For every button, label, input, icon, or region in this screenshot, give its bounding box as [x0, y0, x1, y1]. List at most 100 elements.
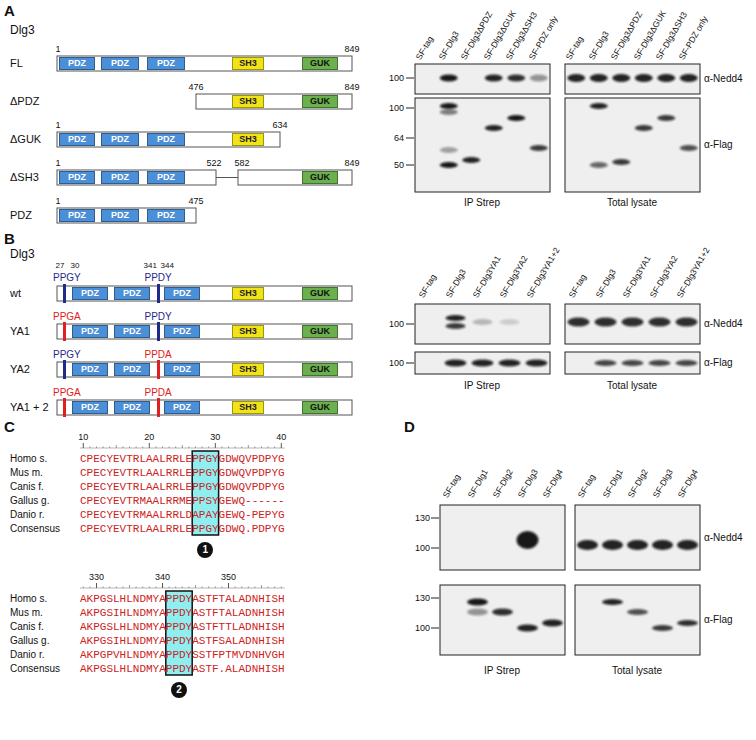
protein-band: [517, 531, 539, 549]
protein-band: [517, 625, 538, 632]
ruler-line: [80, 588, 285, 589]
residue-number: 344: [161, 261, 174, 270]
residue-number: 30: [71, 261, 80, 270]
marker-size: 100: [389, 103, 404, 113]
sequence: AKPGSLHLNDMYAPPDYASTFTTLADNHISH: [80, 620, 285, 634]
domain-name: SH3: [239, 97, 257, 106]
blot-membrane: [565, 304, 700, 344]
sequence: CPECYEVTRLAALRRLEPPGYGDWQVPDPYG: [80, 452, 285, 466]
domain-box: PDZ: [147, 171, 185, 184]
protein-band: [472, 360, 494, 367]
protein-band: [595, 360, 617, 366]
ruler-tick: [221, 587, 222, 589]
sequence: CPECYEVTRLAALRRLEPPGYGDWQ.PDPYG: [80, 522, 285, 536]
ruler-tick: [241, 447, 242, 449]
marker-tick: [406, 165, 414, 166]
blot-membrane: [440, 585, 565, 655]
ruler-tick: [188, 447, 189, 449]
protein-band: [440, 147, 458, 153]
protein-bar: [57, 286, 352, 301]
domain-box: PDZ: [114, 363, 150, 376]
residue-number: 849: [345, 158, 360, 168]
domain-box: GUK: [302, 325, 338, 338]
protein-band: [467, 609, 488, 616]
protein-band: [676, 360, 698, 366]
motif-label: PPDY: [145, 272, 172, 284]
domain-name: GUK: [310, 59, 330, 68]
motif-mark: [63, 360, 66, 379]
domain-name: SH3: [239, 365, 257, 374]
protein-band: [635, 125, 653, 131]
protein-band: [440, 162, 458, 168]
protein-band: [446, 323, 466, 329]
ruler-tick: [228, 583, 229, 588]
protein-bar: [57, 208, 196, 223]
blot-membrane: [415, 98, 550, 192]
ruler-tick: [202, 447, 203, 449]
domain-name: PDZ: [81, 327, 99, 336]
domain-name: GUK: [310, 365, 330, 374]
protein-bar: [238, 170, 352, 185]
antibody-label: α-Nedd4: [704, 532, 743, 544]
ruler-tick: [129, 585, 130, 588]
ruler-tick: [136, 587, 137, 589]
domain-box: PDZ: [147, 209, 185, 222]
domain-name: PDZ: [173, 327, 191, 336]
lane-label: SF-tag: [567, 273, 588, 300]
protein-bar: [57, 56, 352, 71]
protein-band: [567, 74, 585, 82]
residue-number: 1: [56, 158, 61, 168]
lane-label: SF-tag: [565, 35, 586, 62]
protein-band: [526, 360, 548, 367]
domain-name: SH3: [239, 403, 257, 412]
ruler-tick: [268, 587, 269, 589]
ruler-tick: [274, 447, 275, 449]
blot-membrane: [415, 64, 550, 94]
panel-letter: D: [404, 418, 415, 435]
antibody-label: α-Nedd4: [704, 318, 743, 330]
protein-band: [602, 599, 623, 605]
ruler-tick: [109, 447, 110, 449]
domain-box: PDZ: [101, 171, 139, 184]
ruler-tick: [235, 587, 236, 589]
motif-mark: [157, 322, 160, 341]
domain-box: GUK: [302, 287, 338, 300]
ruler-tick: [83, 587, 84, 589]
species-name: Homo s.: [10, 452, 47, 466]
protein-band: [473, 319, 493, 325]
sequence: CPECYEVTRLAALRRLEPPGYGDWQVPDPYG: [80, 480, 285, 494]
protein-band: [622, 360, 644, 366]
lane-label: SF-Dlg3YA2: [648, 255, 680, 300]
domain-box: PDZ: [114, 401, 150, 414]
domain-box: PDZ: [164, 401, 200, 414]
protein-band: [577, 540, 598, 550]
ruler-tick: [149, 443, 150, 448]
domain-name: GUK: [310, 403, 330, 412]
lane-label: SF-Dlg3: [437, 30, 461, 62]
domain-box: PDZ: [59, 133, 95, 146]
species-name: Mus m.: [10, 606, 43, 620]
sequence: AKPGSIHLNDMYAPPDYASTFTALADNHISH: [80, 606, 285, 620]
ruler-number: 330: [89, 572, 104, 582]
protein-band: [677, 620, 698, 626]
protein-band: [440, 103, 458, 109]
construct-name: YA1 + 2: [10, 401, 49, 414]
marker-size: 64: [394, 133, 404, 143]
protein-bar: [57, 170, 216, 185]
ruler-tick: [261, 585, 262, 588]
residue-number: 1: [56, 120, 61, 130]
ruler-tick: [116, 587, 117, 589]
protein-band: [590, 74, 608, 82]
lane-label: SF-Dlg3YA1+2: [525, 246, 562, 300]
protein-band: [622, 318, 644, 327]
protein-bar: [57, 324, 352, 339]
lane-label: SF-Dlg3YA1: [471, 255, 503, 300]
residue-number: 1: [56, 196, 61, 206]
residue-number: 476: [189, 82, 204, 92]
domain-box: PDZ: [114, 325, 150, 338]
domain-name: SH3: [239, 327, 257, 336]
marker-size: 100: [415, 543, 430, 553]
ruler-tick: [103, 447, 104, 449]
ruler-tick: [169, 447, 170, 449]
protein-band: [590, 162, 608, 168]
